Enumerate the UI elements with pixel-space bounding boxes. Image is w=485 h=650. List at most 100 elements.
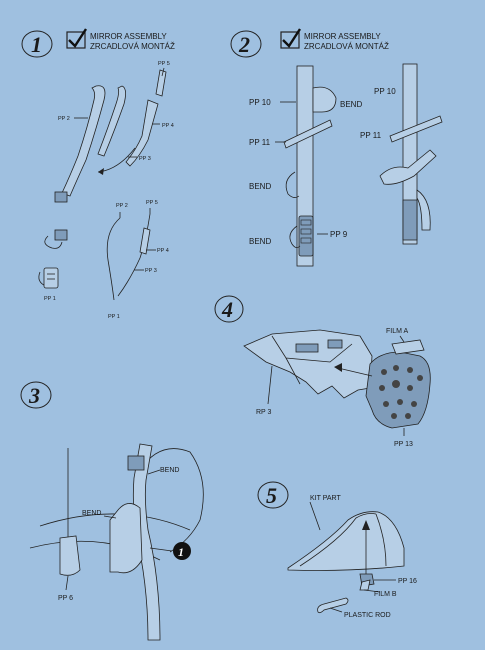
check-mark-icon-2 bbox=[282, 28, 302, 48]
part-pp9 bbox=[298, 215, 314, 257]
step-2-title-line2: ZRCADLOVÁ MONTÁŽ bbox=[304, 42, 389, 51]
leader-pp6 bbox=[65, 575, 69, 591]
pp9-slot bbox=[300, 219, 312, 226]
label-pp5-b: PP 5 bbox=[146, 200, 158, 206]
rotate-arrow-icon bbox=[44, 235, 63, 249]
film-b bbox=[359, 579, 371, 591]
label-pp10-a: PP 10 bbox=[249, 98, 271, 107]
label-pp13: PP 13 bbox=[394, 441, 413, 448]
label-pp1-a: PP 1 bbox=[44, 296, 56, 302]
film-a bbox=[391, 339, 425, 355]
step-2-badge bbox=[230, 30, 262, 58]
step-4-number: 4 bbox=[221, 297, 233, 322]
label-pp4-a: PP 4 bbox=[162, 123, 174, 129]
assembled-strap-2 bbox=[117, 213, 151, 297]
bar-pp11-b bbox=[389, 115, 443, 143]
label-pp2-b: PP 2 bbox=[116, 203, 128, 209]
leader-bend-b bbox=[103, 515, 117, 519]
bend-piece-b bbox=[379, 149, 437, 185]
bend-flap-a bbox=[312, 86, 337, 113]
strap-pp2 bbox=[61, 85, 106, 197]
strap-pp10-b bbox=[402, 63, 418, 245]
bend-arrow-c-icon bbox=[289, 225, 301, 248]
checkbox-icon-2 bbox=[280, 31, 300, 49]
label-pp3-a: PP 3 bbox=[139, 156, 151, 162]
step-5: 5 KIT PART PP 16 FILM B PLASTIC ROD bbox=[257, 481, 417, 619]
leader-kit-part bbox=[309, 501, 321, 531]
label-pp11-b: PP 11 bbox=[360, 131, 382, 140]
leader-rp3 bbox=[267, 365, 273, 405]
step-1-title-line2: ZRCADLOVÁ MONTÁŽ bbox=[90, 42, 175, 51]
label-pp6: PP 6 bbox=[58, 595, 73, 602]
lower-bend-b bbox=[416, 189, 431, 231]
step-4-badge bbox=[214, 295, 244, 323]
step-4: 4 FILM A RP 3 PP 13 bbox=[214, 295, 431, 448]
pp9-slot bbox=[300, 237, 312, 244]
bar-pp11-a bbox=[283, 119, 333, 149]
arrow-to-shroud bbox=[337, 367, 373, 377]
step-5-badge bbox=[257, 481, 289, 509]
step-1: 1 MIRROR ASSEMBLY ZRCADLOVÁ MONTÁŽ PP 5 … bbox=[21, 28, 175, 320]
pp9-slot bbox=[300, 228, 312, 235]
label-film-a: FILM A bbox=[386, 328, 409, 335]
step-3-badge bbox=[20, 381, 52, 409]
label-pp11-a: PP 11 bbox=[249, 138, 271, 147]
part-pp13-panel bbox=[365, 351, 431, 429]
label-pp1-b: PP 1 bbox=[108, 314, 120, 320]
checkbox-icon bbox=[66, 31, 86, 49]
label-bend-c: BEND bbox=[249, 237, 271, 246]
strap-pp2-right bbox=[97, 85, 126, 157]
part-pp4-a bbox=[125, 99, 159, 167]
leader-bend-a bbox=[147, 469, 161, 475]
arrow-head bbox=[334, 363, 342, 372]
leader-film-b bbox=[363, 589, 381, 593]
canopy-line-2 bbox=[375, 513, 387, 567]
frame-curve bbox=[139, 448, 204, 553]
label-pp10-b: PP 10 bbox=[374, 87, 396, 96]
plastic-rod bbox=[317, 597, 349, 614]
label-bend-a: BEND bbox=[340, 100, 362, 109]
bend-arrow-b-icon bbox=[285, 171, 300, 198]
callout-1-number: 1 bbox=[178, 545, 184, 559]
step-1-title-line1: MIRROR ASSEMBLY bbox=[90, 32, 167, 41]
canopy-line bbox=[299, 513, 377, 567]
label-rp3: RP 3 bbox=[256, 409, 272, 416]
step-5-number: 5 bbox=[266, 483, 277, 508]
step-2: 2 MIRROR ASSEMBLY ZRCADLOVÁ MONTÁŽ PP 10… bbox=[230, 28, 443, 267]
label-pp4-b: PP 4 bbox=[157, 248, 169, 254]
panel-dials bbox=[379, 365, 423, 419]
callout-leader bbox=[149, 547, 173, 552]
part-pp1-a bbox=[43, 267, 59, 289]
label-pp5-a: PP 5 bbox=[158, 61, 170, 67]
arrow-head bbox=[98, 168, 104, 175]
leader-pp5-a bbox=[161, 67, 165, 77]
clip-small bbox=[54, 229, 68, 241]
label-bend-b: BEND bbox=[249, 182, 271, 191]
clip-3 bbox=[109, 503, 143, 574]
step-2-title-line1: MIRROR ASSEMBLY bbox=[304, 32, 381, 41]
leader-film-a bbox=[399, 335, 405, 343]
label-bend-b-3: BEND bbox=[82, 510, 101, 517]
assembled-mirror bbox=[139, 227, 151, 255]
step-3-number: 3 bbox=[28, 383, 40, 408]
check-mark-icon bbox=[68, 28, 88, 48]
shroud-edge bbox=[271, 335, 353, 363]
pp9-attached bbox=[402, 199, 418, 241]
label-film-b: FILM B bbox=[374, 591, 397, 598]
label-pp2-a: PP 2 bbox=[58, 116, 70, 122]
canopy-kit-part bbox=[287, 511, 405, 571]
label-pp3-b: PP 3 bbox=[145, 268, 157, 274]
clamp-a bbox=[54, 191, 68, 203]
step-3: 3 1 BEND BEND PP 6 bbox=[20, 381, 204, 641]
shroud-edge bbox=[285, 357, 301, 385]
part-pp5-a bbox=[155, 69, 167, 97]
assembled-strap bbox=[106, 217, 121, 301]
step-1-badge bbox=[21, 30, 53, 58]
label-kit-part: KIT PART bbox=[310, 495, 341, 502]
label-pp9: PP 9 bbox=[330, 230, 348, 239]
label-bend-a-3: BEND bbox=[160, 467, 179, 474]
shroud-slot bbox=[327, 339, 343, 349]
label-pp16: PP 16 bbox=[398, 578, 417, 585]
callout-1-badge bbox=[173, 542, 191, 560]
shroud-slot bbox=[295, 343, 319, 353]
